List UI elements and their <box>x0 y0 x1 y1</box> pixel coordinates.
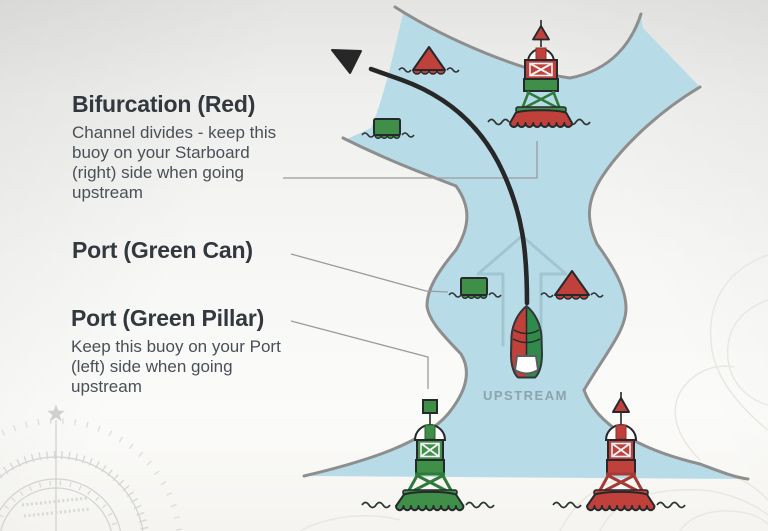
compass-rose-icon <box>0 404 183 531</box>
upstream-vessel <box>510 305 543 379</box>
green-can-buoy-mid <box>448 277 502 299</box>
vessel-stern <box>514 355 539 375</box>
red-cone-buoy-upper <box>398 46 460 75</box>
bifurcation-label: Bifurcation (Red) Channel divides - keep… <box>72 92 288 203</box>
route-arrow <box>331 49 530 306</box>
port-can-heading: Port (Green Can) <box>72 237 253 263</box>
bifurcation-pillar-buoy <box>487 20 591 128</box>
contour-lines <box>299 254 768 531</box>
green-can-buoy-upper <box>361 118 415 139</box>
port-topmark-can-icon <box>422 399 438 414</box>
red-pillar-buoy <box>552 392 686 512</box>
route-arrowhead <box>331 49 362 74</box>
port-pillar-heading: Port (Green Pillar) <box>71 305 265 331</box>
port-can-callout-line <box>290 253 449 293</box>
bifurcation-topmark-cone-icon <box>532 25 550 41</box>
green-pillar-buoy <box>361 399 495 512</box>
bifurcation-heading: Bifurcation (Red) <box>72 91 256 117</box>
red-cone-buoy-mid <box>540 270 604 300</box>
bifurcation-description: Channel divides - keep this buoy on your… <box>72 123 277 203</box>
port-can-label: Port (Green Can) <box>72 238 312 262</box>
callout-lines <box>283 141 538 389</box>
bifurcation-callout-line <box>283 141 538 179</box>
starboard-topmark-cone-icon <box>612 397 630 413</box>
upstream-label: UPSTREAM <box>483 388 568 403</box>
port-pillar-callout-line <box>290 320 429 389</box>
compass-north-star-icon <box>47 404 65 422</box>
port-pillar-label: Port (Green Pillar) Keep this buoy on yo… <box>71 306 295 397</box>
port-pillar-description: Keep this buoy on your Port (left) side … <box>71 337 281 397</box>
